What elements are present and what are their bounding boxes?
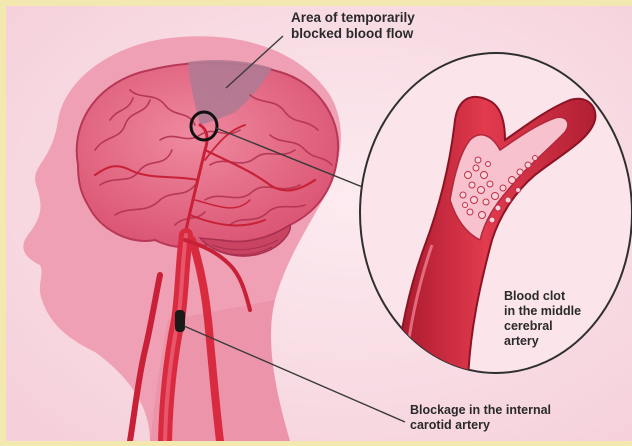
label-carotid-blockage: Blockage in the internal carotid artery <box>410 403 551 433</box>
label-line: cerebral <box>504 319 581 334</box>
carotid-blockage <box>175 310 185 332</box>
label-line: Area of temporarily <box>291 10 415 26</box>
label-blocked-area: Area of temporarily blocked blood flow <box>291 10 415 42</box>
label-blood-clot: Blood clot in the middle cerebral artery <box>504 289 581 349</box>
label-line: carotid artery <box>410 418 551 433</box>
label-line: Blockage in the internal <box>410 403 551 418</box>
label-line: blocked blood flow <box>291 26 415 42</box>
label-line: Blood clot <box>504 289 581 304</box>
label-line: artery <box>504 334 581 349</box>
label-line: in the middle <box>504 304 581 319</box>
